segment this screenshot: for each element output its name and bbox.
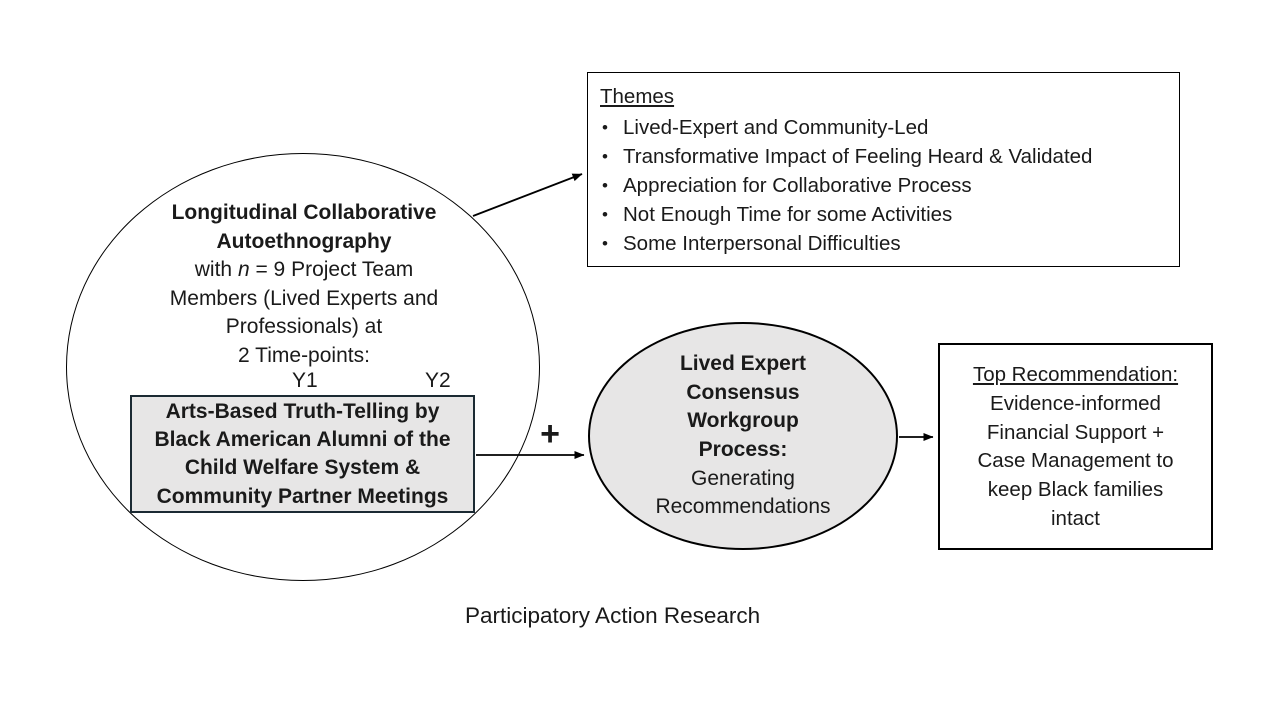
theme-bullet-item: • Transformative Impact of Feeling Heard… bbox=[600, 142, 1167, 171]
autoethnography-circle-text: Longitudinal Collaborative Autoethnograp… bbox=[88, 199, 520, 371]
themes-heading: Themes bbox=[600, 85, 675, 108]
recommendation-heading: Top Recommendation: bbox=[972, 363, 1179, 386]
inner-box-line: Black American Alumni of the bbox=[154, 428, 451, 452]
timepoint-y2-label: Y2 bbox=[425, 369, 451, 392]
theme-bullet-item: • Lived-Expert and Community-Led bbox=[600, 113, 1167, 142]
recommendation-line: intact bbox=[1051, 506, 1100, 530]
bullet-icon: • bbox=[602, 205, 608, 224]
circle-body-line: Members (Lived Experts and bbox=[169, 286, 439, 310]
bullet-icon: • bbox=[602, 118, 608, 137]
top-recommendation-box: Top Recommendation: Evidence-informed Fi… bbox=[938, 343, 1213, 550]
theme-bullet-text: Lived-Expert and Community-Led bbox=[623, 116, 929, 139]
theme-bullet-text: Some Interpersonal Difficulties bbox=[623, 232, 901, 255]
plus-sign: + bbox=[540, 415, 560, 453]
circle-body-line: 2 Time-points: bbox=[238, 343, 370, 367]
recommendation-line: Evidence-informed bbox=[990, 391, 1161, 415]
bullet-icon: • bbox=[602, 176, 608, 195]
theme-bullet-item: • Not Enough Time for some Activities bbox=[600, 200, 1167, 229]
inner-box-line: Child Welfare System & bbox=[184, 456, 421, 480]
ellipse-line: Consensus bbox=[686, 380, 800, 404]
ellipse-line: Lived Expert bbox=[679, 351, 807, 375]
theme-bullet-item: • Appreciation for Collaborative Process bbox=[600, 171, 1167, 200]
inner-box-line: Community Partner Meetings bbox=[156, 484, 449, 508]
recommendation-line: Case Management to bbox=[977, 449, 1174, 473]
bullet-icon: • bbox=[602, 147, 608, 166]
theme-bullet-item: • Some Interpersonal Difficulties bbox=[600, 229, 1167, 258]
circle-title-line: Longitudinal Collaborative bbox=[171, 201, 437, 224]
circle-title-line: Autoethnography bbox=[216, 229, 392, 253]
arts-based-truth-telling-box: Arts-Based Truth-Telling by Black Americ… bbox=[130, 395, 475, 513]
bullet-icon: • bbox=[602, 234, 608, 253]
ellipse-line: Process: bbox=[698, 438, 788, 461]
circle-body-line: Professionals) at bbox=[225, 315, 383, 339]
participatory-action-research-label: Participatory Action Research bbox=[465, 603, 761, 628]
ellipse-line: Workgroup bbox=[687, 409, 799, 433]
recommendation-line: keep Black families bbox=[987, 478, 1164, 502]
theme-bullet-text: Not Enough Time for some Activities bbox=[623, 203, 953, 226]
ellipse-line: Recommendations bbox=[655, 495, 831, 519]
themes-box: Themes • Lived-Expert and Community-Led … bbox=[587, 72, 1180, 267]
theme-bullet-text: Transformative Impact of Feeling Heard &… bbox=[623, 145, 1093, 168]
circle-body-line: with n = 9 Project Team bbox=[194, 258, 414, 282]
timepoint-y1-label: Y1 bbox=[292, 369, 318, 392]
consensus-workgroup-ellipse: Lived Expert Consensus Workgroup Process… bbox=[588, 322, 898, 550]
italic-n: n bbox=[237, 258, 250, 282]
recommendation-line: Financial Support + bbox=[986, 420, 1165, 444]
theme-bullet-text: Appreciation for Collaborative Process bbox=[623, 174, 972, 197]
inner-box-line: Arts-Based Truth-Telling by bbox=[165, 400, 440, 423]
ellipse-line: Generating bbox=[691, 466, 795, 490]
